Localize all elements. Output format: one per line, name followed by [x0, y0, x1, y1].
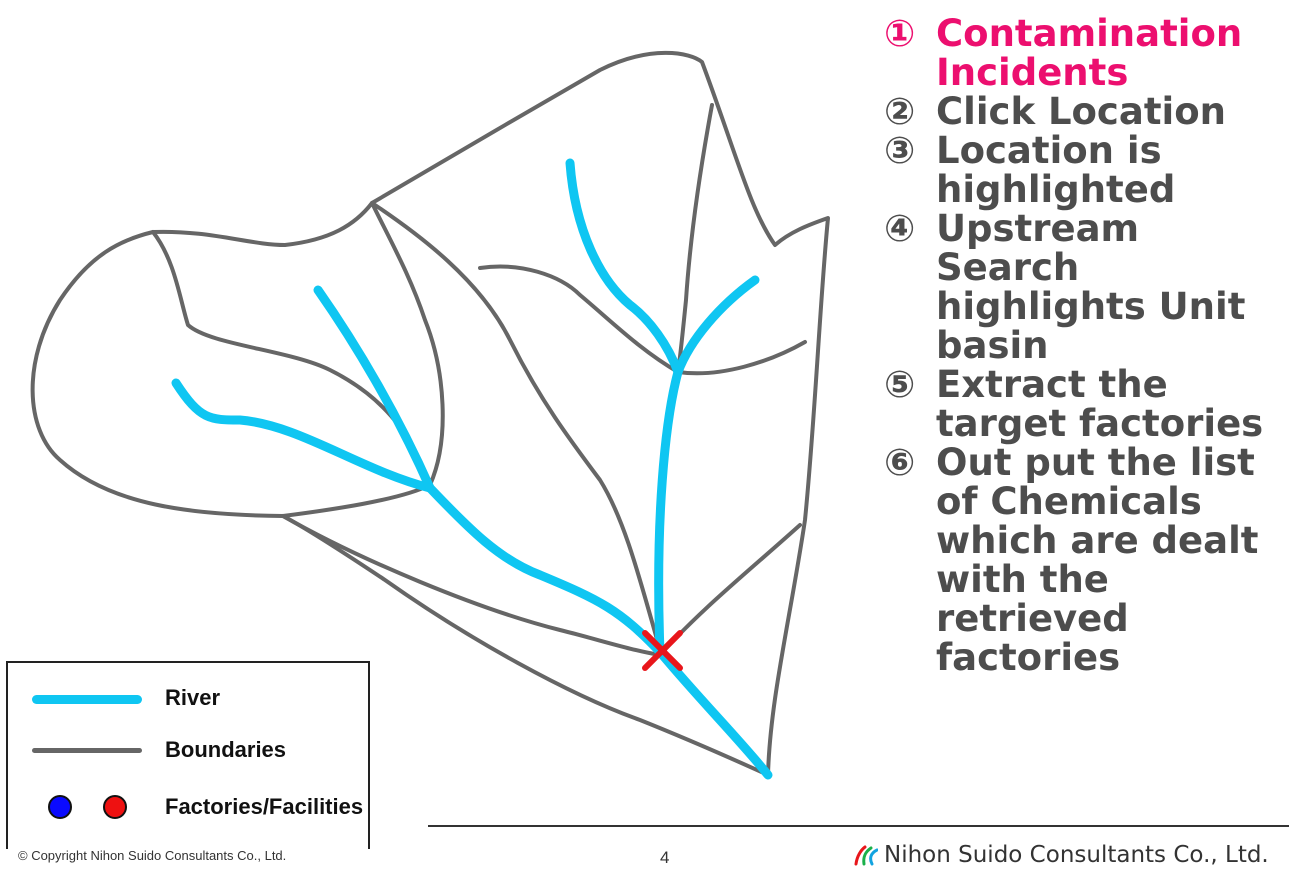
step-3: ③ Location is highlighted [884, 131, 1284, 209]
step-3-text: Location is highlighted [936, 129, 1176, 211]
step-6-text: Out put the list of Chemicals which are … [936, 441, 1259, 679]
map-legend: River Boundaries Factories/Facilities [6, 661, 370, 849]
legend-factories-label: Factories/Facilities [165, 794, 364, 819]
step-3-number: ③ [884, 129, 916, 172]
river-swatch [32, 695, 142, 704]
river-right-branch-1 [565, 158, 683, 377]
step-6-number: ⑥ [884, 441, 916, 484]
blue-factory-dot-icon [48, 795, 72, 819]
rivers [171, 158, 773, 780]
step-1: ① Contamination Incidents [884, 14, 1284, 92]
legend-river-row: River [8, 683, 368, 713]
step-5-number: ⑤ [884, 363, 916, 406]
legend-factories-row: Factories/Facilities [8, 792, 368, 822]
boundary-mid-2 [281, 514, 662, 657]
step-2-text: Click Location [936, 90, 1226, 133]
outer-boundary [30, 50, 830, 777]
step-2: ② Click Location [884, 92, 1284, 131]
procedure-steps: ① Contamination Incidents ② Click Locati… [884, 14, 1284, 677]
step-4-number: ④ [884, 207, 916, 250]
boundary-upper-basin [478, 264, 807, 376]
boundary-left-1 [151, 201, 445, 487]
basin-boundaries [30, 50, 830, 777]
company-logo-icon [854, 845, 878, 866]
company-name: Nihon Suido Consultants Co., Ltd. [884, 842, 1269, 868]
river-right-trunk [654, 367, 683, 657]
step-4-text: Upstream Search highlights Unit basin [936, 207, 1246, 367]
step-5-text: Extract the target factories [936, 363, 1264, 445]
boundary-swatch [32, 748, 142, 753]
watershed-map [30, 50, 830, 780]
legend-boundaries-label: Boundaries [165, 737, 287, 762]
boundary-right-ridge [676, 103, 714, 374]
legend-river-label: River [165, 685, 221, 710]
river-right-branch-2 [673, 275, 760, 377]
step-1-number: ① [884, 12, 916, 55]
page-number: 4 [660, 848, 670, 867]
step-5: ⑤ Extract the target factories [884, 365, 1284, 443]
river-left-branch-2 [313, 285, 435, 493]
step-6: ⑥ Out put the list of Chemicals which ar… [884, 443, 1284, 677]
incident-x-marker[interactable] [642, 630, 683, 671]
river-main-lower [425, 483, 665, 657]
step-2-number: ② [884, 90, 916, 133]
river-outlet [655, 647, 773, 780]
copyright-text: © Copyright Nihon Suido Consultants Co.,… [18, 848, 287, 863]
boundary-left-2 [281, 483, 432, 518]
red-factory-dot-icon [103, 795, 127, 819]
legend-boundaries-row: Boundaries [8, 735, 368, 765]
footer-divider [428, 825, 1289, 827]
company-logo-block: Nihon Suido Consultants Co., Ltd. [852, 842, 1269, 868]
step-1-text: Contamination Incidents [936, 12, 1243, 94]
step-4: ④ Upstream Search highlights Unit basin [884, 209, 1284, 365]
river-left-branch-1 [171, 378, 435, 493]
boundary-mid-1 [370, 201, 662, 652]
